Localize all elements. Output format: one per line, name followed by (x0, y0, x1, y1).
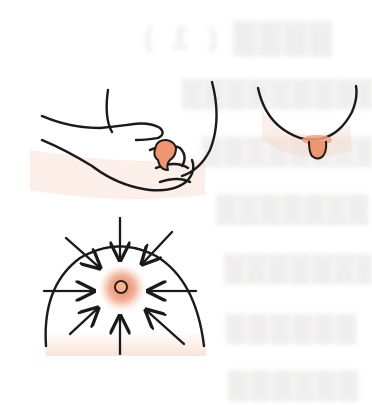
figure-breast-front-massage (44, 218, 206, 356)
arrow-top-right (142, 232, 172, 264)
nipple-front (115, 281, 127, 293)
figure-hand-holding-breast (30, 82, 217, 199)
arrow-top-left (66, 238, 100, 268)
figure-breast-side (258, 86, 357, 159)
blush-wash-left (30, 150, 205, 199)
blush-wash-right (262, 112, 352, 157)
nipple-right (309, 141, 326, 159)
